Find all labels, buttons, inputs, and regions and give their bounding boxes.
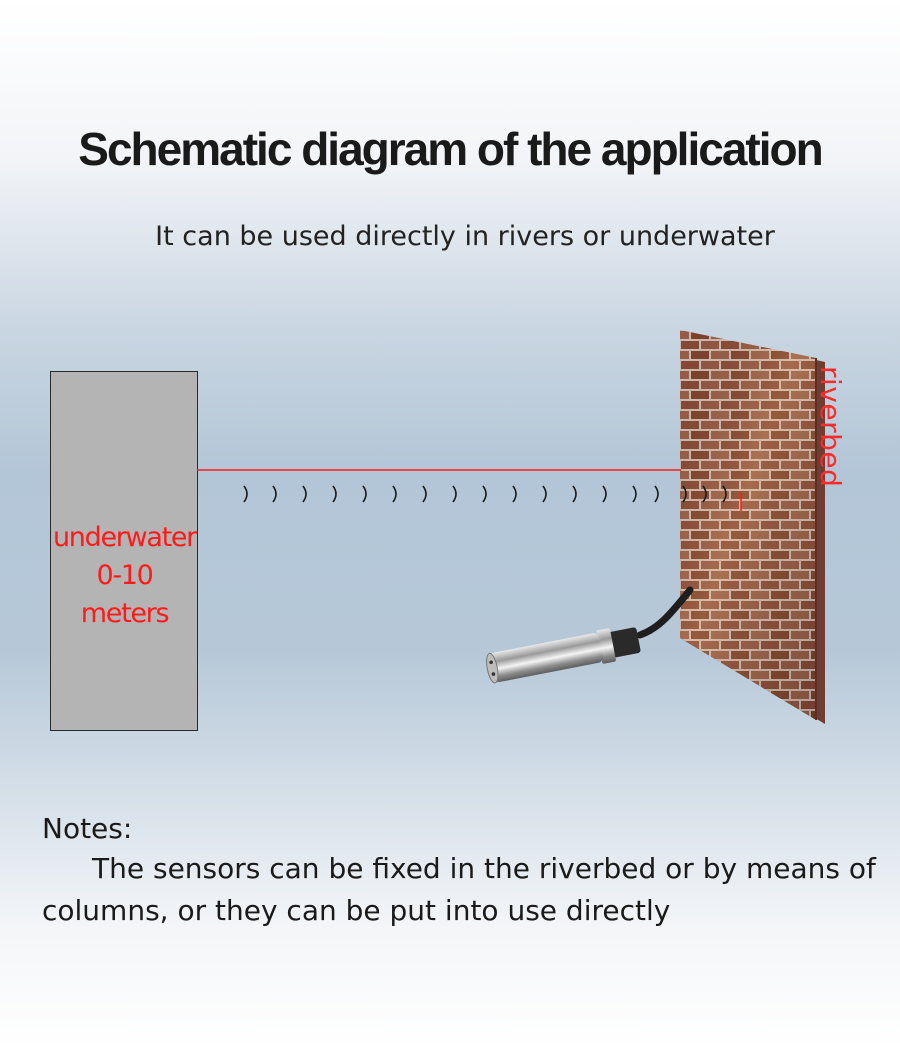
depth-label-line-1: underwater <box>52 522 197 553</box>
depth-label: underwater 0-10 meters <box>50 519 199 633</box>
depth-label-line-3: meters <box>80 598 170 629</box>
page-title: Schematic diagram of the application <box>78 123 823 175</box>
notes-body: The sensors can be fixed in the riverbed… <box>42 848 882 932</box>
notes-heading: Notes: <box>42 812 133 845</box>
brick-wall-icon <box>680 330 825 724</box>
riverbed-label: riverbed <box>814 366 847 488</box>
signal-wave-icon <box>243 485 727 503</box>
notes-text: The sensors can be fixed in the riverbed… <box>42 852 876 927</box>
pressure-sensor-probe-icon <box>486 586 694 684</box>
depth-label-line-2: 0-10 <box>96 560 153 591</box>
water-depth-box <box>50 371 198 731</box>
page-subtitle: It can be used directly in rivers or und… <box>155 221 775 252</box>
